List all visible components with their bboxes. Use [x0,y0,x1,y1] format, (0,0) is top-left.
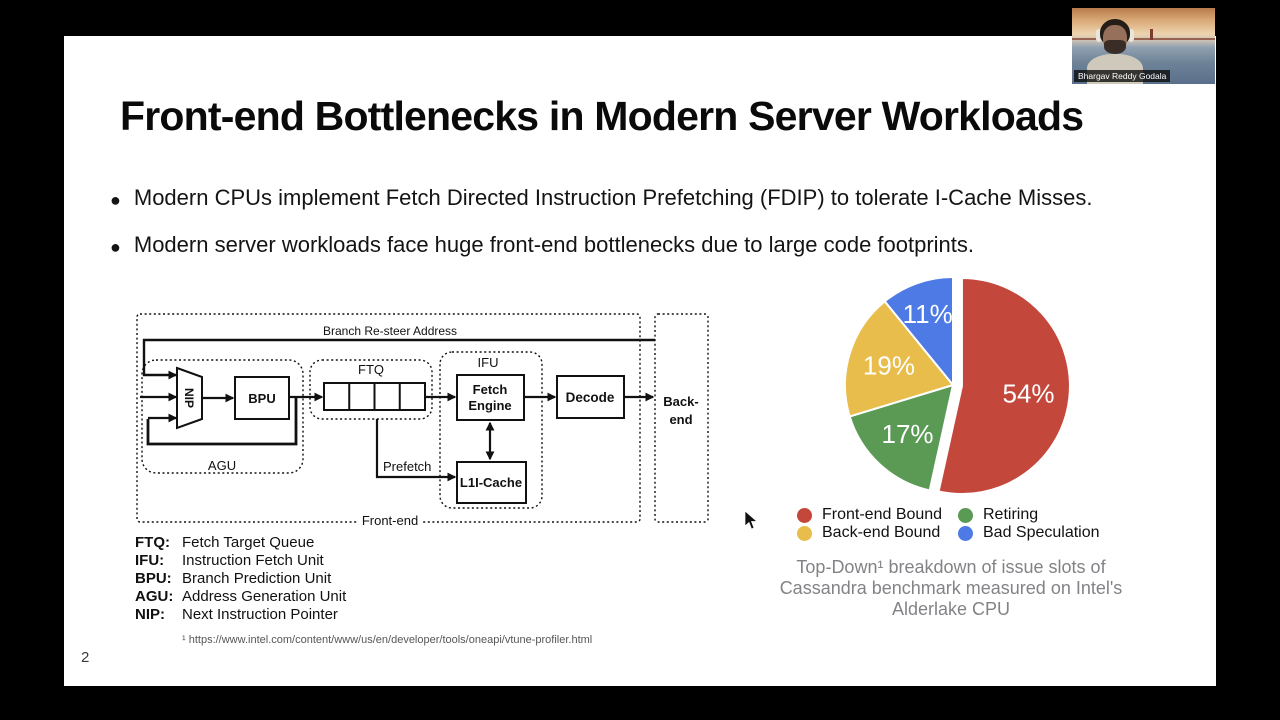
fetch-engine-label: Fetch [473,382,508,397]
abbreviation-row: BPU: Branch Prediction Unit [135,570,346,588]
pie-legend-column: Retiring Bad Speculation [958,506,1100,542]
webcam-thumbnail[interactable]: Bhargav Reddy Godala [1072,8,1215,84]
presenter-name-tag: Bhargav Reddy Godala [1074,70,1171,82]
agu-label: AGU [208,458,236,473]
ftq-label: FTQ [358,362,384,377]
pie-slice-label: 19% [863,351,915,381]
caption-line: Top-Down¹ breakdown of issue slots of [796,557,1106,577]
bpu-label: BPU [248,391,275,406]
bullet-text: Modern server workloads face huge front-… [133,232,975,257]
nip-mux-shape [176,366,203,430]
abbr-def: Fetch Target Queue [182,534,315,551]
agu-box [141,359,304,474]
headphone-icon [1128,29,1134,42]
backend-label: end [669,412,692,427]
ftq-queue-cells [348,383,401,410]
legend-dot-yellow [797,525,812,541]
abbr-key: AGU: [135,588,174,605]
bullet-item: ● Modern CPUs implement Fetch Directed I… [110,184,1092,214]
l1i-cache-label: L1I-Cache [460,475,522,490]
legend-item: Front-end Bound [797,506,942,524]
pie-slice-label: 11% [903,299,953,329]
branch-resteer-label: Branch Re-steer Address [323,324,457,338]
legend-item: Back-end Bound [797,524,942,542]
legend-label: Back-end Bound [822,524,941,541]
legend-dot-green [958,507,973,523]
pie-slice [848,383,955,492]
page-title: Front-end Bottlenecks in Modern Server W… [120,93,1084,139]
pie-legend-column: Front-end Bound Back-end Bound [797,506,942,542]
ifu-label: IFU [478,355,499,370]
bpu-box [234,376,290,420]
abbr-def: Branch Prediction Unit [182,570,332,587]
abbr-key: NIP: [135,606,165,623]
prefetch-line [375,419,457,482]
abbr-def: Address Generation Unit [182,588,347,605]
legend-label: Front-end Bound [822,506,943,523]
abbr-key: IFU: [135,552,165,569]
bridge-deck-graphic [1072,38,1215,40]
bridge-tower-graphic [1150,29,1153,40]
abbr-def: Instruction Fetch Unit [182,552,324,569]
abbreviation-row: NIP: Next Instruction Pointer [135,606,346,624]
legend-item: Retiring [958,506,1100,524]
pie-slice-label: 17% [882,419,934,449]
pie-slice-label: 54% [1002,378,1054,408]
abbreviation-row: IFU: Instruction Fetch Unit [135,552,346,570]
legend-dot-red [797,507,812,523]
pie-slice [937,276,1071,495]
footnote-url: ¹ https://www.intel.com/content/www/us/e… [182,634,593,646]
abbr-key: BPU: [135,570,172,587]
mouse-cursor-icon [744,510,758,530]
pie-slice [883,275,954,388]
bullet-icon: ● [110,190,121,210]
frontend-label: Front-end [362,513,418,528]
abbreviation-row: AGU: Address Generation Unit [135,588,346,606]
ifu-box [439,351,543,509]
fetch-engine-label: Engine [468,398,511,413]
frontend-boundary-box [136,313,641,523]
decode-label: Decode [566,390,615,405]
presenter-beard [1104,40,1126,54]
backend-label: Back- [663,394,698,409]
decode-box [556,375,625,419]
prefetch-label: Prefetch [383,459,431,474]
abbr-def: Next Instruction Pointer [182,606,338,623]
nip-label: NIP [182,388,196,408]
bpu-feedback-line [146,397,298,446]
bullet-item: ● Modern server workloads face huge fron… [110,231,1092,261]
l1i-cache-box [456,461,527,504]
headphone-icon [1096,29,1102,42]
frontend-label-mask [358,513,422,527]
abbr-key: FTQ: [135,534,170,551]
abbreviation-list: FTQ: Fetch Target Queue IFU: Instruction… [135,534,346,624]
bullet-icon: ● [110,237,121,257]
pie-chart: 54% 17% 19% 11% [844,275,1071,495]
ftq-box [309,359,433,420]
branch-resteer-line [142,338,655,380]
backend-box [654,313,709,523]
page-number: 2 [81,649,90,666]
bullet-list: ● Modern CPUs implement Fetch Directed I… [110,184,1092,278]
legend-label: Bad Speculation [983,524,1100,541]
fetch-engine-box [456,374,525,421]
legend-label: Retiring [983,506,1039,523]
legend-dot-blue [958,525,973,541]
cpu-frontend-diagram: Branch Re-steer Address AGU NIP BPU FTQ [136,313,709,528]
abbreviation-row: FTQ: Fetch Target Queue [135,534,346,552]
slide-canvas: Front-end Bottlenecks in Modern Server W… [64,36,1216,686]
caption-line: Alderlake CPU [891,599,1011,619]
legend-item: Bad Speculation [958,524,1100,542]
bullet-text: Modern CPUs implement Fetch Directed Ins… [133,185,1093,210]
pie-slice [844,299,955,418]
caption-line: Cassandra benchmark measured on Intel's [779,578,1123,598]
pie-caption: Top-Down¹ breakdown of issue slots of Ca… [716,557,1186,620]
